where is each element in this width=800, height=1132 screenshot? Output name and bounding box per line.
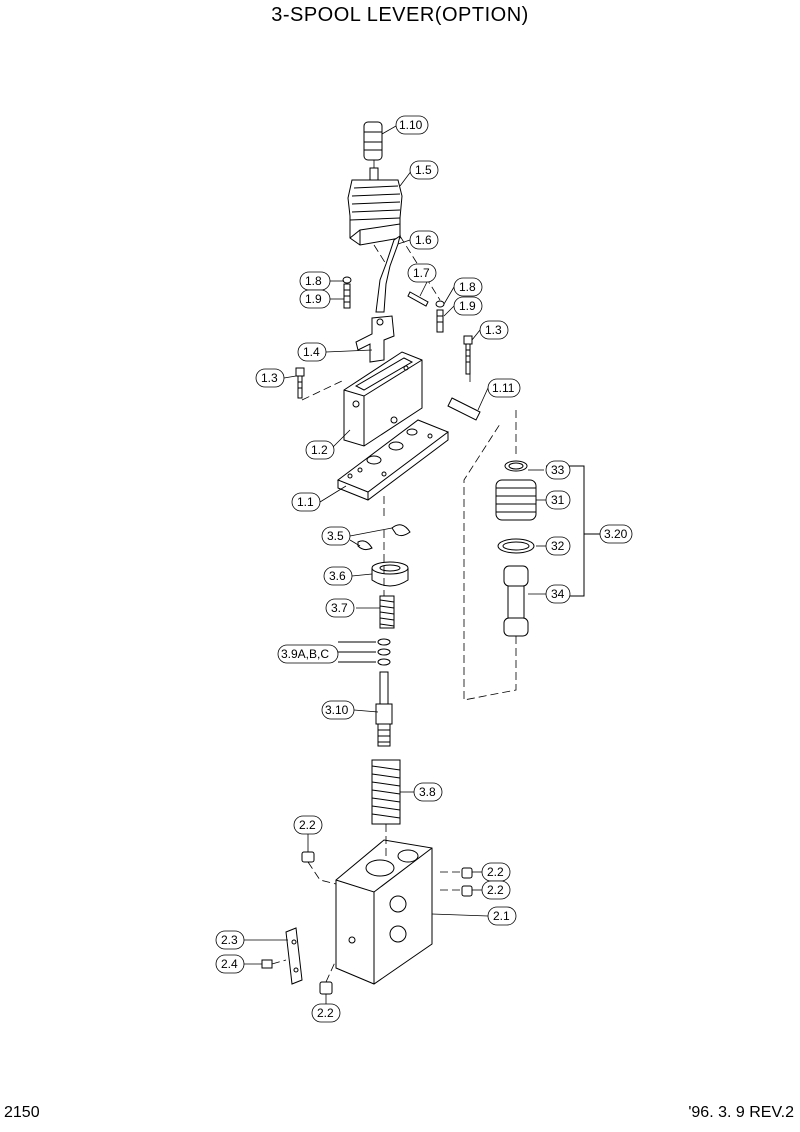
label-2-2-right-a: 2.2 <box>487 865 504 879</box>
part-bolt-1-3-left <box>295 367 305 399</box>
label-3-7: 3.7 <box>331 601 348 615</box>
part-oring-32 <box>497 538 535 554</box>
part-nut-screw-right <box>435 300 445 333</box>
part-oring-33 <box>504 460 528 472</box>
label-2-4: 2.4 <box>221 957 238 971</box>
revision-date: '96. 3. 9 REV.2 <box>688 1104 794 1121</box>
part-knob-1-10 <box>363 121 383 161</box>
part-collar-3-6 <box>371 561 409 587</box>
part-housing-1-2 <box>343 351 423 447</box>
part-spool-34 <box>503 565 529 637</box>
label-1-5: 1.5 <box>415 163 432 177</box>
part-plate-1-1 <box>336 419 450 501</box>
part-cap-2-2-top-left <box>301 851 315 863</box>
part-cap-2-2-bottom <box>319 981 333 995</box>
label-34: 34 <box>551 587 565 601</box>
label-2-2-right-b: 2.2 <box>487 883 504 897</box>
label-2-3: 2.3 <box>221 933 238 947</box>
part-plate-2-3 <box>285 927 303 985</box>
part-cap-2-2-right-b <box>461 885 473 897</box>
page-title: 3-SPOOL LEVER(OPTION) <box>271 4 529 26</box>
label-2-2-top: 2.2 <box>299 818 316 832</box>
label-1-11: 1.11 <box>492 381 515 395</box>
label-2-1: 2.1 <box>493 909 510 923</box>
part-cap-2-2-right-a <box>461 867 473 879</box>
label-1-1: 1.1 <box>297 495 314 509</box>
label-1-10: 1.10 <box>399 118 423 132</box>
label-32: 32 <box>551 539 565 553</box>
part-nut-screw-left <box>342 276 352 309</box>
label-1-7: 1.7 <box>413 266 430 280</box>
callout-bubbles <box>215 115 633 1023</box>
label-1-4: 1.4 <box>303 345 320 359</box>
callout-labels: 1.10 1.5 1.6 1.7 1.8 1.9 1.8 1.9 1.3 1.4… <box>221 118 628 1020</box>
part-bolt-1-3-right <box>463 335 473 375</box>
label-3-20: 3.20 <box>604 527 628 541</box>
page-number: 2150 <box>4 1104 40 1121</box>
part-pin-1-7 <box>407 291 429 307</box>
part-screw-2-4 <box>261 959 273 969</box>
part-clip-3-5 <box>357 524 411 551</box>
part-lever-1-6 <box>375 234 401 313</box>
part-plug-31 <box>495 479 537 521</box>
label-33: 33 <box>551 463 565 477</box>
label-2-2-bottom: 2.2 <box>317 1006 334 1020</box>
label-3-5: 3.5 <box>327 529 344 543</box>
bracket-3-20 <box>546 465 600 597</box>
part-spring-3-8 <box>371 759 401 825</box>
part-boot-1-5 <box>347 167 403 246</box>
part-pin-1-11 <box>447 397 481 421</box>
part-bracket-1-4 <box>355 315 395 363</box>
label-3-6: 3.6 <box>329 569 346 583</box>
part-body-2-1 <box>335 839 433 985</box>
label-1-2: 1.2 <box>311 443 328 457</box>
part-spring-3-7 <box>379 595 395 629</box>
label-1-3-left: 1.3 <box>261 371 278 385</box>
label-3-8: 3.8 <box>419 785 436 799</box>
label-1-8-right: 1.8 <box>459 280 476 294</box>
assembly-dashed-lines <box>271 160 517 983</box>
label-1-9-left: 1.9 <box>305 292 322 306</box>
label-3-10: 3.10 <box>325 703 349 717</box>
label-1-8-left: 1.8 <box>305 274 322 288</box>
part-washers-3-9 <box>338 638 391 666</box>
label-3-9: 3.9A,B,C <box>281 647 329 661</box>
label-1-6: 1.6 <box>415 233 432 247</box>
label-1-9-right: 1.9 <box>459 299 476 313</box>
label-1-3-right: 1.3 <box>485 323 502 337</box>
label-31: 31 <box>551 493 565 507</box>
part-rod-3-10 <box>375 671 393 747</box>
leader-lines <box>244 125 546 1004</box>
